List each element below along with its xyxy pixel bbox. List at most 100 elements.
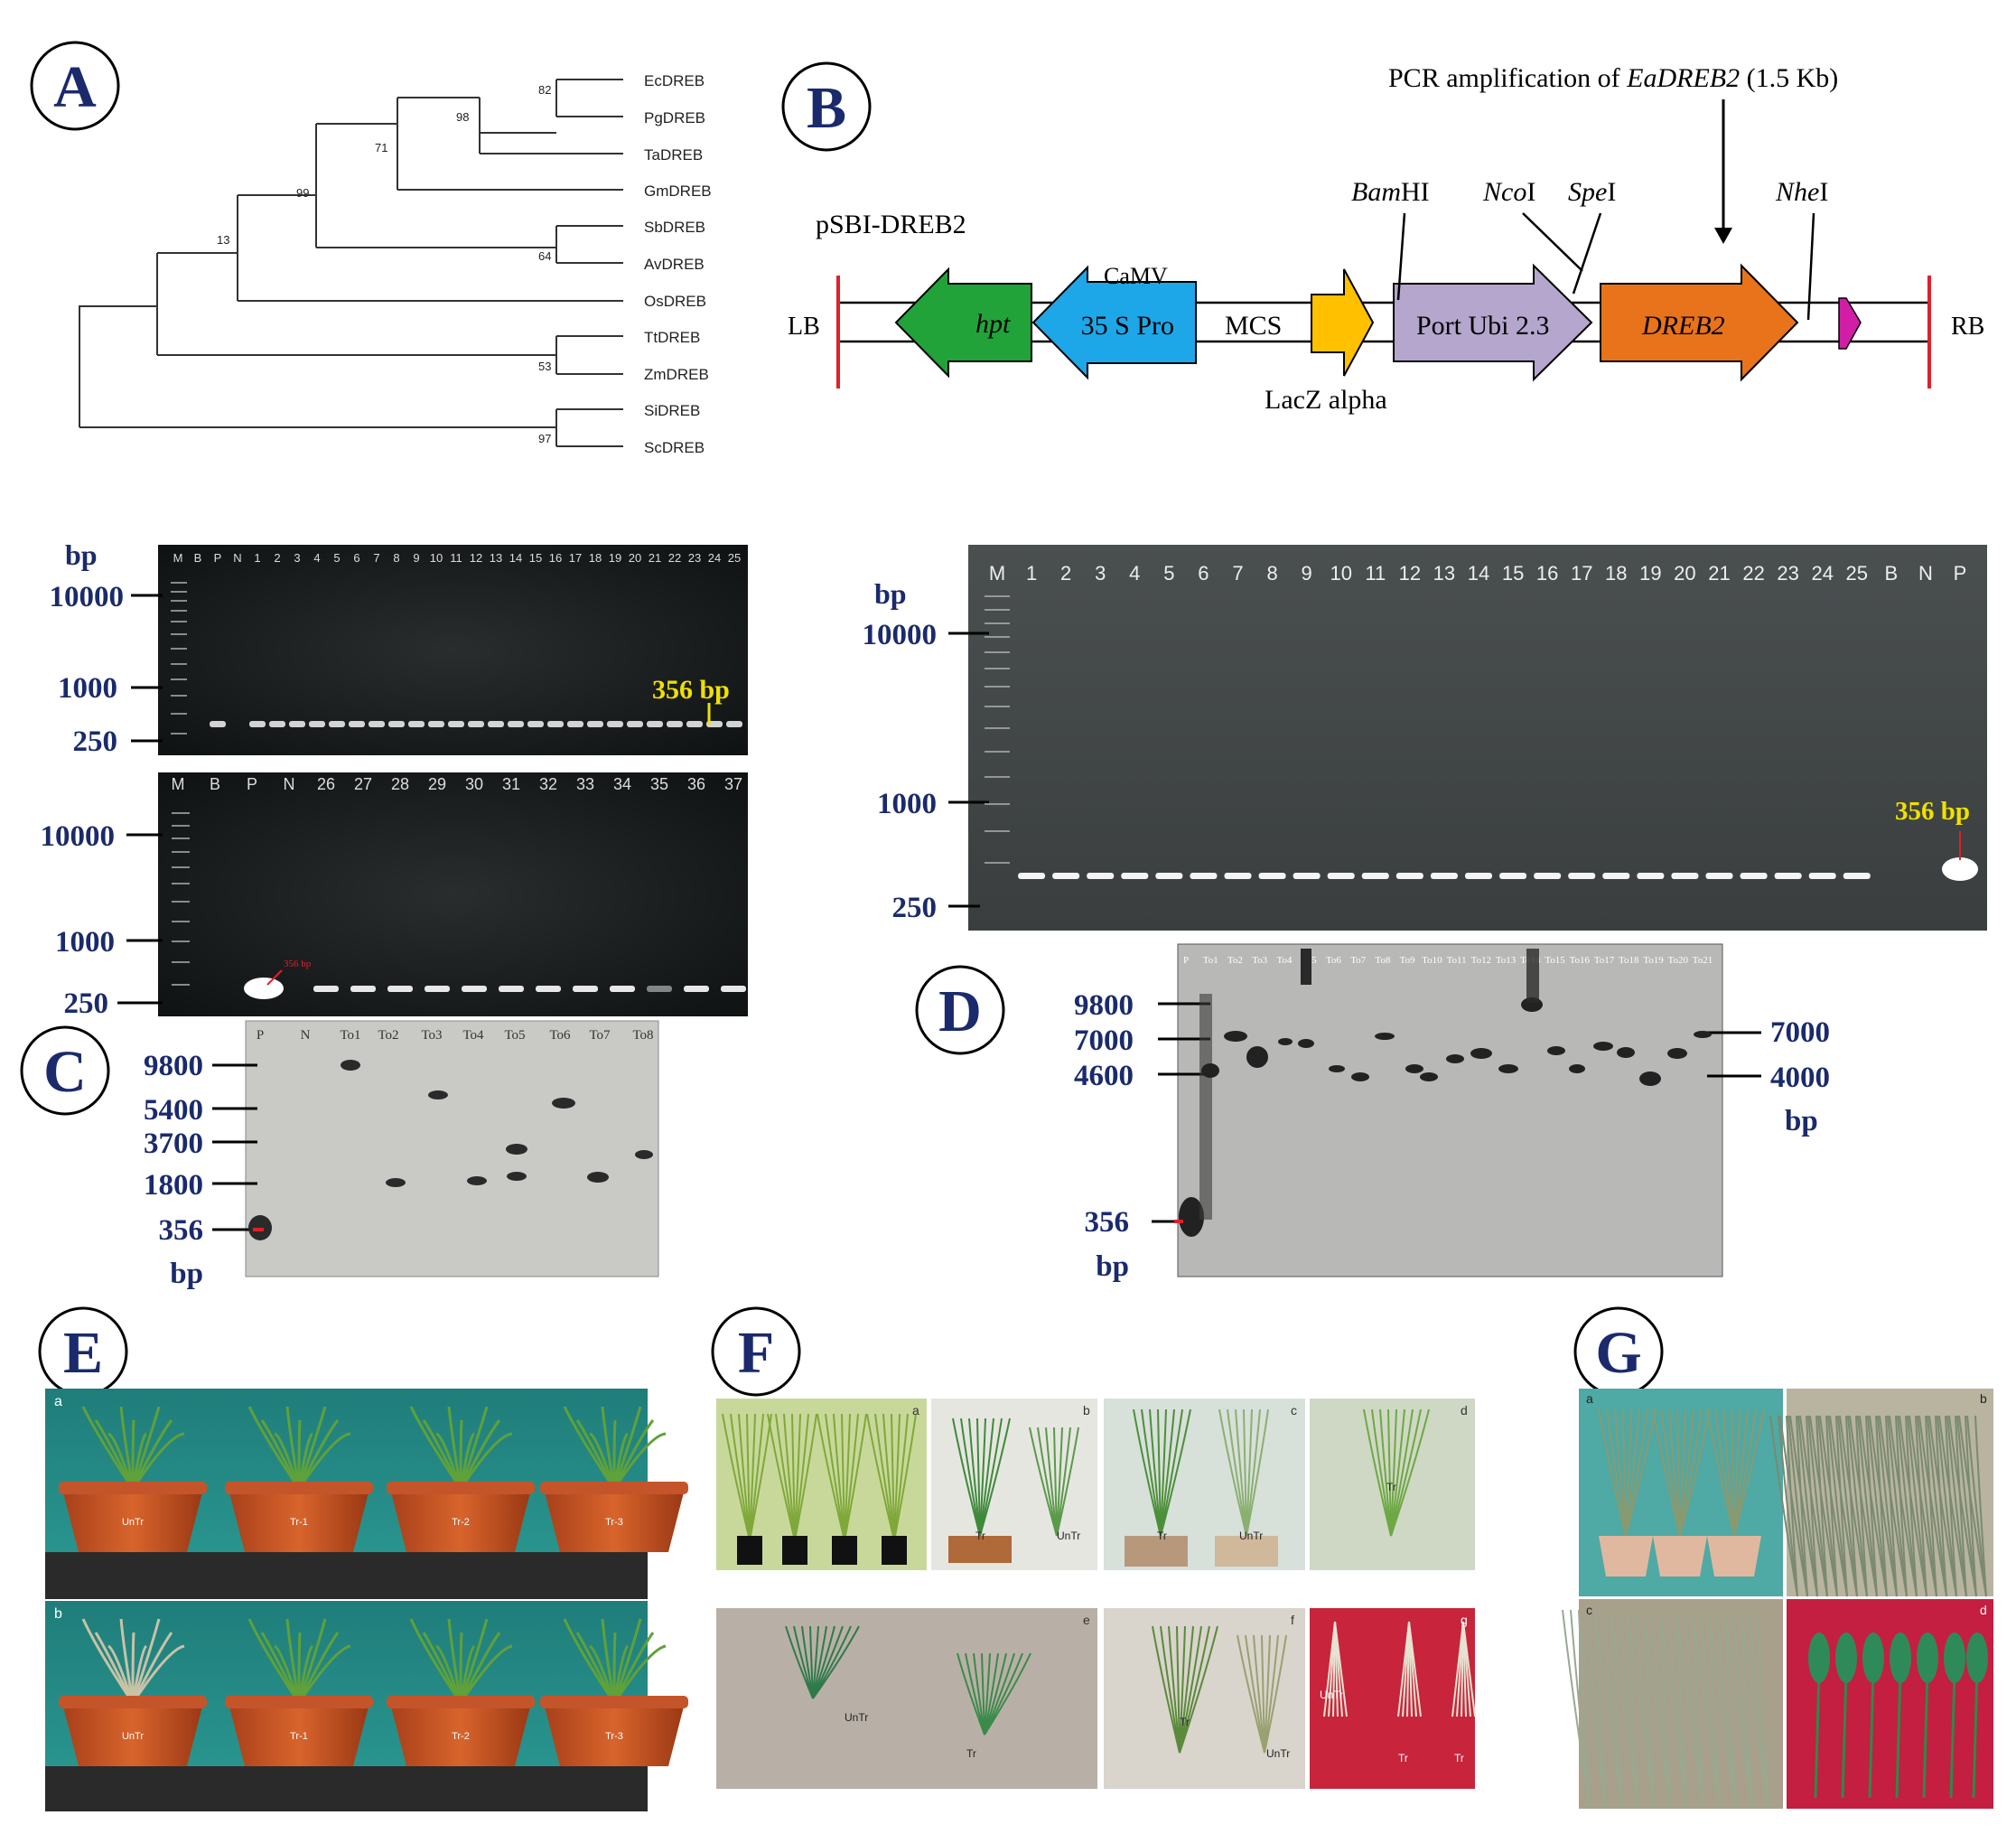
- blot-d-lane-label: To21: [1693, 955, 1713, 966]
- f-g-untr: UnTr: [1320, 1689, 1343, 1701]
- gel3-band: [1087, 873, 1115, 879]
- tree-branches: [79, 79, 623, 447]
- gel1-band: [388, 721, 405, 727]
- gel1-lane-label: 10: [430, 551, 443, 565]
- plant-leaf: [612, 1419, 617, 1490]
- gel3-lane-label: 19: [1639, 562, 1661, 585]
- gel1-lane-label: 17: [569, 551, 582, 565]
- blot-d-size-356: 356: [1085, 1206, 1130, 1239]
- gel1-lane-label: 7: [373, 551, 379, 565]
- lacz-arrow: [1311, 268, 1375, 377]
- gel3-band: [1705, 873, 1733, 879]
- gel2-positive-band: [244, 978, 284, 999]
- gel1-lane-label: 15: [529, 551, 542, 565]
- plant-leaf: [247, 1618, 301, 1704]
- g-letter-d: d: [1980, 1603, 1987, 1617]
- gel2-band: [721, 986, 746, 992]
- gel1-size-250: 250: [73, 725, 118, 758]
- gel1-lane-label: 12: [470, 551, 482, 565]
- gel1-band: [428, 721, 444, 727]
- gel1-band: [349, 721, 365, 727]
- plant-leaf: [447, 1618, 462, 1704]
- pot-label: Tr-1: [290, 1517, 308, 1528]
- gel3-lane-label: 22: [1742, 562, 1764, 585]
- plant-leaf: [131, 1432, 147, 1490]
- blot-c-lane-label: To1: [340, 1028, 360, 1043]
- blot-c-bp: bp: [170, 1258, 203, 1290]
- panel-a-label: A: [53, 54, 97, 120]
- panel-b-label: B: [807, 75, 846, 141]
- gel3-product: 356 bp: [1895, 797, 1970, 826]
- gel1-lane-label: 16: [549, 551, 562, 565]
- blot-d-size-7000: 7000: [1074, 1025, 1134, 1057]
- blot-c-lane-label: P: [257, 1028, 264, 1043]
- gel2-lane-label: 37: [724, 775, 742, 793]
- terminator-marker: [1838, 297, 1862, 350]
- gel1-lane-label: 13: [490, 551, 502, 565]
- gel3-lane-label: M: [989, 562, 1005, 585]
- plant-leaf: [601, 1406, 616, 1490]
- vector-name: pSBI-DREB2: [816, 210, 966, 239]
- blot-d-lane-label: To13: [1496, 955, 1517, 966]
- photo-f-e: [716, 1608, 1097, 1789]
- gel1-band: [547, 721, 564, 727]
- plant-leaf: [297, 1632, 302, 1704]
- f-d-tr: Tr: [1386, 1481, 1396, 1493]
- f-letter-a: a: [912, 1403, 919, 1418]
- plant-leaf: [131, 1632, 173, 1704]
- gel3-lane-label: 18: [1605, 562, 1627, 585]
- f-letter-e: e: [1083, 1613, 1090, 1627]
- f-g-tr2: Tr: [1454, 1752, 1464, 1764]
- gel3-band: [1395, 873, 1423, 879]
- plant-leaf: [297, 1406, 327, 1490]
- camv-arrow: [1031, 265, 1197, 380]
- gel2-lane-label: B: [210, 775, 220, 793]
- gel1-band: [488, 721, 504, 727]
- gel3-lane-label: P: [1954, 562, 1967, 585]
- gel1-band: [607, 721, 623, 727]
- bs-tt-zm: 53: [538, 360, 551, 373]
- gel3-lane-label: 14: [1468, 562, 1489, 585]
- blot-c-size-1800: 1800: [144, 1169, 203, 1202]
- rb-label: RB: [1951, 313, 1984, 341]
- plant-leaf: [435, 1432, 462, 1490]
- blot-d-lane-label: To9: [1400, 955, 1415, 966]
- gel2-band: [684, 986, 709, 992]
- plant-leaf: [612, 1644, 630, 1704]
- gel3-band: [1155, 873, 1183, 879]
- gel2-size-1000: 1000: [55, 926, 115, 959]
- f-f-untr: UnTr: [1266, 1747, 1290, 1760]
- mcs-label: MCS: [1225, 311, 1282, 341]
- gel3-band: [1499, 873, 1527, 879]
- gel2-lane-label: 29: [428, 775, 446, 793]
- gel3-band: [1224, 873, 1252, 879]
- gel3-lane-label: 12: [1399, 562, 1421, 585]
- gel1-lane-label: 6: [353, 551, 359, 565]
- gel2-size-10000: 10000: [41, 820, 116, 853]
- gel2-band: [462, 986, 487, 992]
- plant-leaf: [575, 1419, 616, 1490]
- gel3-bands: [1018, 873, 1871, 879]
- tree-bootstrap: 82 98 71 64 99 13 53 97: [217, 83, 551, 445]
- gel1-band: [686, 721, 703, 727]
- blot-d-size-4600: 4600: [1074, 1060, 1134, 1092]
- ubi-label: Port Ubi 2.3: [1416, 311, 1550, 341]
- pot-label: UnTr: [122, 1517, 144, 1528]
- g-letter-b: b: [1980, 1391, 1987, 1406]
- gel3-lane-label: 3: [1095, 562, 1106, 585]
- blot-c-size-9800: 9800: [144, 1050, 203, 1082]
- gel3-band: [1361, 873, 1389, 879]
- gel3-lane-label: 9: [1302, 562, 1312, 585]
- gel3-lane-label: 17: [1571, 562, 1592, 585]
- plant-leaf: [459, 1419, 501, 1490]
- gel3-band: [1018, 873, 1046, 879]
- gel3-band: [1121, 873, 1149, 879]
- gel2-product: 356 bp: [284, 959, 312, 969]
- pot: [544, 1703, 685, 1766]
- gel1-lane-label: 8: [393, 551, 399, 565]
- gel2-band: [647, 986, 672, 992]
- gel2-band: [536, 986, 561, 992]
